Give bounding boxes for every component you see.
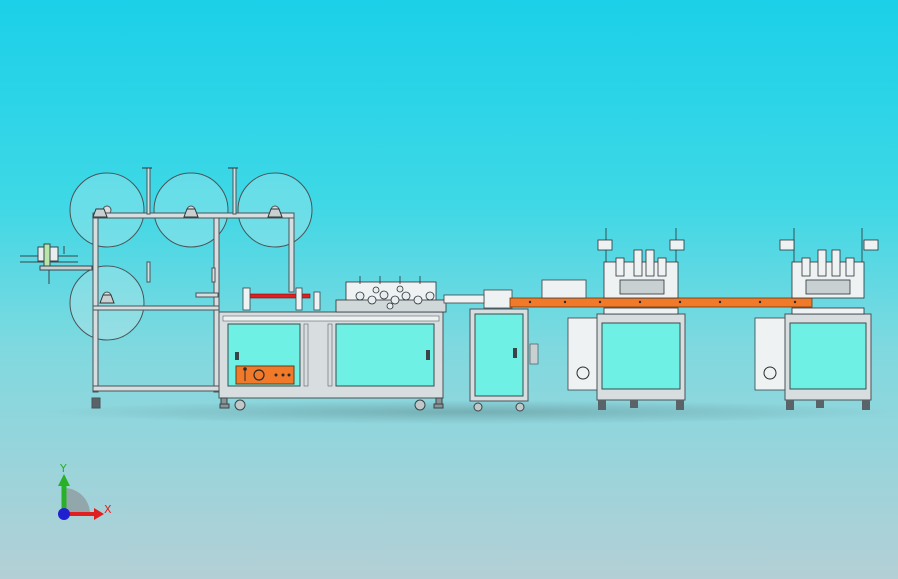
control-panel[interactable] <box>235 365 295 385</box>
triad-origin <box>58 508 70 520</box>
nose-wire-feeder <box>20 243 93 284</box>
folding-machine <box>218 276 447 411</box>
ear-loop-welder-2 <box>754 228 879 410</box>
unwind-reel-frame <box>69 167 313 409</box>
roller-assembly <box>335 276 447 313</box>
transfer-cabinet <box>443 289 539 412</box>
ear-loop-welder-1 <box>567 228 686 410</box>
x-axis-label: X <box>104 503 112 516</box>
floor-shadow <box>40 400 898 424</box>
coordinate-triad[interactable]: Y X <box>58 462 112 520</box>
triad-plane <box>64 488 90 514</box>
y-axis-label: Y <box>59 462 67 475</box>
